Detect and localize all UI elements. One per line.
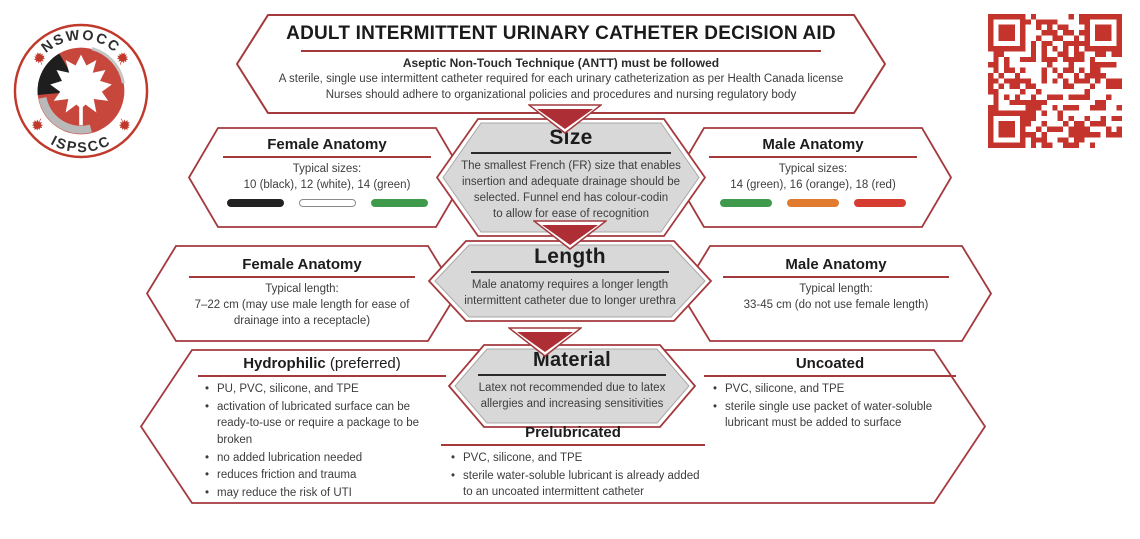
down-arrow-icon [531, 220, 609, 250]
size-female-label: Typical sizes: [292, 163, 362, 175]
swatch-white [298, 198, 356, 207]
heading-underline [441, 444, 705, 446]
logo-bottom-text: ISPSCC [48, 133, 112, 156]
length-female-heading: Female Anatomy [242, 256, 362, 273]
size-title: Size [549, 126, 593, 149]
size-female-value: 10 (black), 12 (white), 14 (green) [243, 178, 411, 191]
heading-underline [704, 375, 956, 377]
uncoated-heading: Uncoated [795, 355, 865, 372]
swatch-black [226, 198, 284, 207]
size-male-heading: Male Anatomy [762, 136, 864, 153]
length-title-underline [471, 271, 669, 273]
size-female-heading: Female Anatomy [267, 136, 387, 153]
uncoated-bullets: PVC, silicone, and TPE sterile single us… [712, 381, 958, 432]
length-male-panel: Male Anatomy Typical length: 33-45 cm (d… [680, 245, 992, 342]
heading-underline [723, 276, 949, 278]
size-center-panel: Size The smallest French (FR) size that … [436, 118, 706, 237]
bullet-item: activation of lubricated surface can be … [204, 399, 448, 449]
title-banner: ADULT INTERMITTENT URINARY CATHETER DECI… [236, 14, 886, 114]
bullet-item: reduces friction and trauma [204, 467, 448, 484]
material-body: Latex not recommended due to latex aller… [478, 382, 666, 410]
bullet-item: sterile single use packet of water-solub… [712, 399, 958, 432]
down-arrow-icon [526, 104, 604, 134]
size-title-underline [471, 152, 671, 154]
length-body: Male anatomy requires a longer length in… [464, 279, 676, 307]
swatch-orange [787, 198, 839, 207]
down-arrow-icon [506, 327, 584, 357]
banner-line-1: A sterile, single use intermittent cathe… [278, 73, 844, 85]
length-female-panel: Female Anatomy Typical length: 7–22 cm (… [146, 245, 458, 342]
material-title: Material [533, 349, 611, 371]
heading-underline [223, 156, 431, 158]
bullet-item: sterile water-soluble lubricant is alrea… [450, 468, 708, 501]
material-center-panel: Material Latex not recommended due to la… [448, 344, 696, 428]
length-female-value: 7–22 cm (may use male length for ease of… [194, 298, 410, 327]
swatch-red [854, 198, 906, 207]
bullet-item: may reduce the risk of UTI [204, 485, 448, 502]
heading-underline [189, 276, 415, 278]
size-body: The smallest French (FR) size that enabl… [461, 160, 681, 220]
size-female-panel: Female Anatomy Typical sizes: 10 (black)… [188, 127, 466, 228]
hydrophilic-section: Hydrophilic (preferred) PU, PVC, silicon… [196, 355, 448, 503]
logo-gray-arc-2 [91, 47, 125, 84]
bullet-item: PU, PVC, silicone, and TPE [204, 381, 448, 398]
svg-text:ISPSCC: ISPSCC [48, 133, 114, 156]
size-male-label: Typical sizes: [778, 163, 848, 175]
title-underline [301, 50, 821, 52]
bullet-item: no added lubrication needed [204, 450, 448, 467]
nswocc-logo: NSWOCC ISPSCC [12, 22, 150, 160]
logo-gray-arc [38, 96, 92, 134]
length-female-label: Typical length: [265, 283, 339, 295]
hydrophilic-bullets: PU, PVC, silicone, and TPE activation of… [204, 381, 448, 502]
prelubricated-heading: Prelubricated [525, 424, 621, 441]
bullet-item: PVC, silicone, and TPE [450, 450, 708, 467]
swatch-green [370, 198, 428, 207]
size-male-value: 14 (green), 16 (orange), 18 (red) [730, 178, 896, 191]
uncoated-section: Uncoated PVC, silicone, and TPE sterile … [702, 355, 958, 433]
size-male-swatches [674, 198, 952, 207]
page-title: ADULT INTERMITTENT URINARY CATHETER DECI… [286, 23, 836, 44]
banner-antt-line: Aseptic Non-Touch Technique (ANTT) must … [402, 56, 720, 70]
qr-code [988, 14, 1122, 148]
length-title: Length [534, 245, 606, 268]
hydrophilic-heading-note: (preferred) [325, 355, 401, 372]
size-female-swatches [188, 198, 466, 207]
heading-underline [709, 156, 917, 158]
heading-underline [198, 375, 446, 377]
length-male-value: 33-45 cm (do not use female length) [743, 298, 929, 311]
length-male-label: Typical length: [799, 283, 873, 295]
prelubricated-bullets: PVC, silicone, and TPE sterile water-sol… [450, 450, 708, 501]
material-title-underline [478, 374, 666, 376]
length-male-heading: Male Anatomy [785, 256, 887, 273]
banner-line-2: Nurses should adhere to organizational p… [325, 88, 797, 101]
size-male-panel: Male Anatomy Typical sizes: 14 (green), … [674, 127, 952, 228]
swatch-green [720, 198, 772, 207]
prelubricated-section: Prelubricated PVC, silicone, and TPE ste… [438, 424, 708, 502]
hydrophilic-heading: Hydrophilic [243, 355, 326, 372]
length-center-panel: Length Male anatomy requires a longer le… [428, 240, 712, 322]
bullet-item: PVC, silicone, and TPE [712, 381, 958, 398]
